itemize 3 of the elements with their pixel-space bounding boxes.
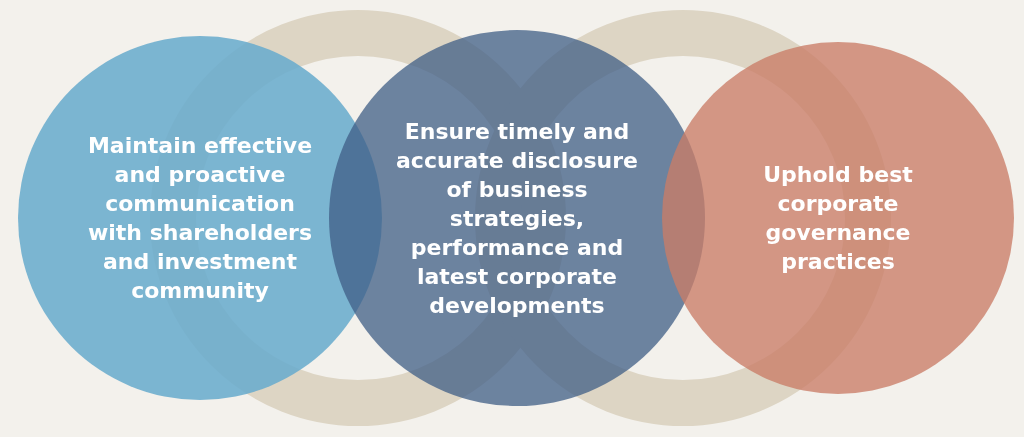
circle-text: Uphold best corporate governance practices <box>762 161 914 276</box>
circle-text: Ensure timely and accurate disclosure of business strategies, performance and latest corporate developments <box>395 117 639 320</box>
circle-text: Maintain effective and proactive communication with shareholders and investment community <box>86 132 314 305</box>
